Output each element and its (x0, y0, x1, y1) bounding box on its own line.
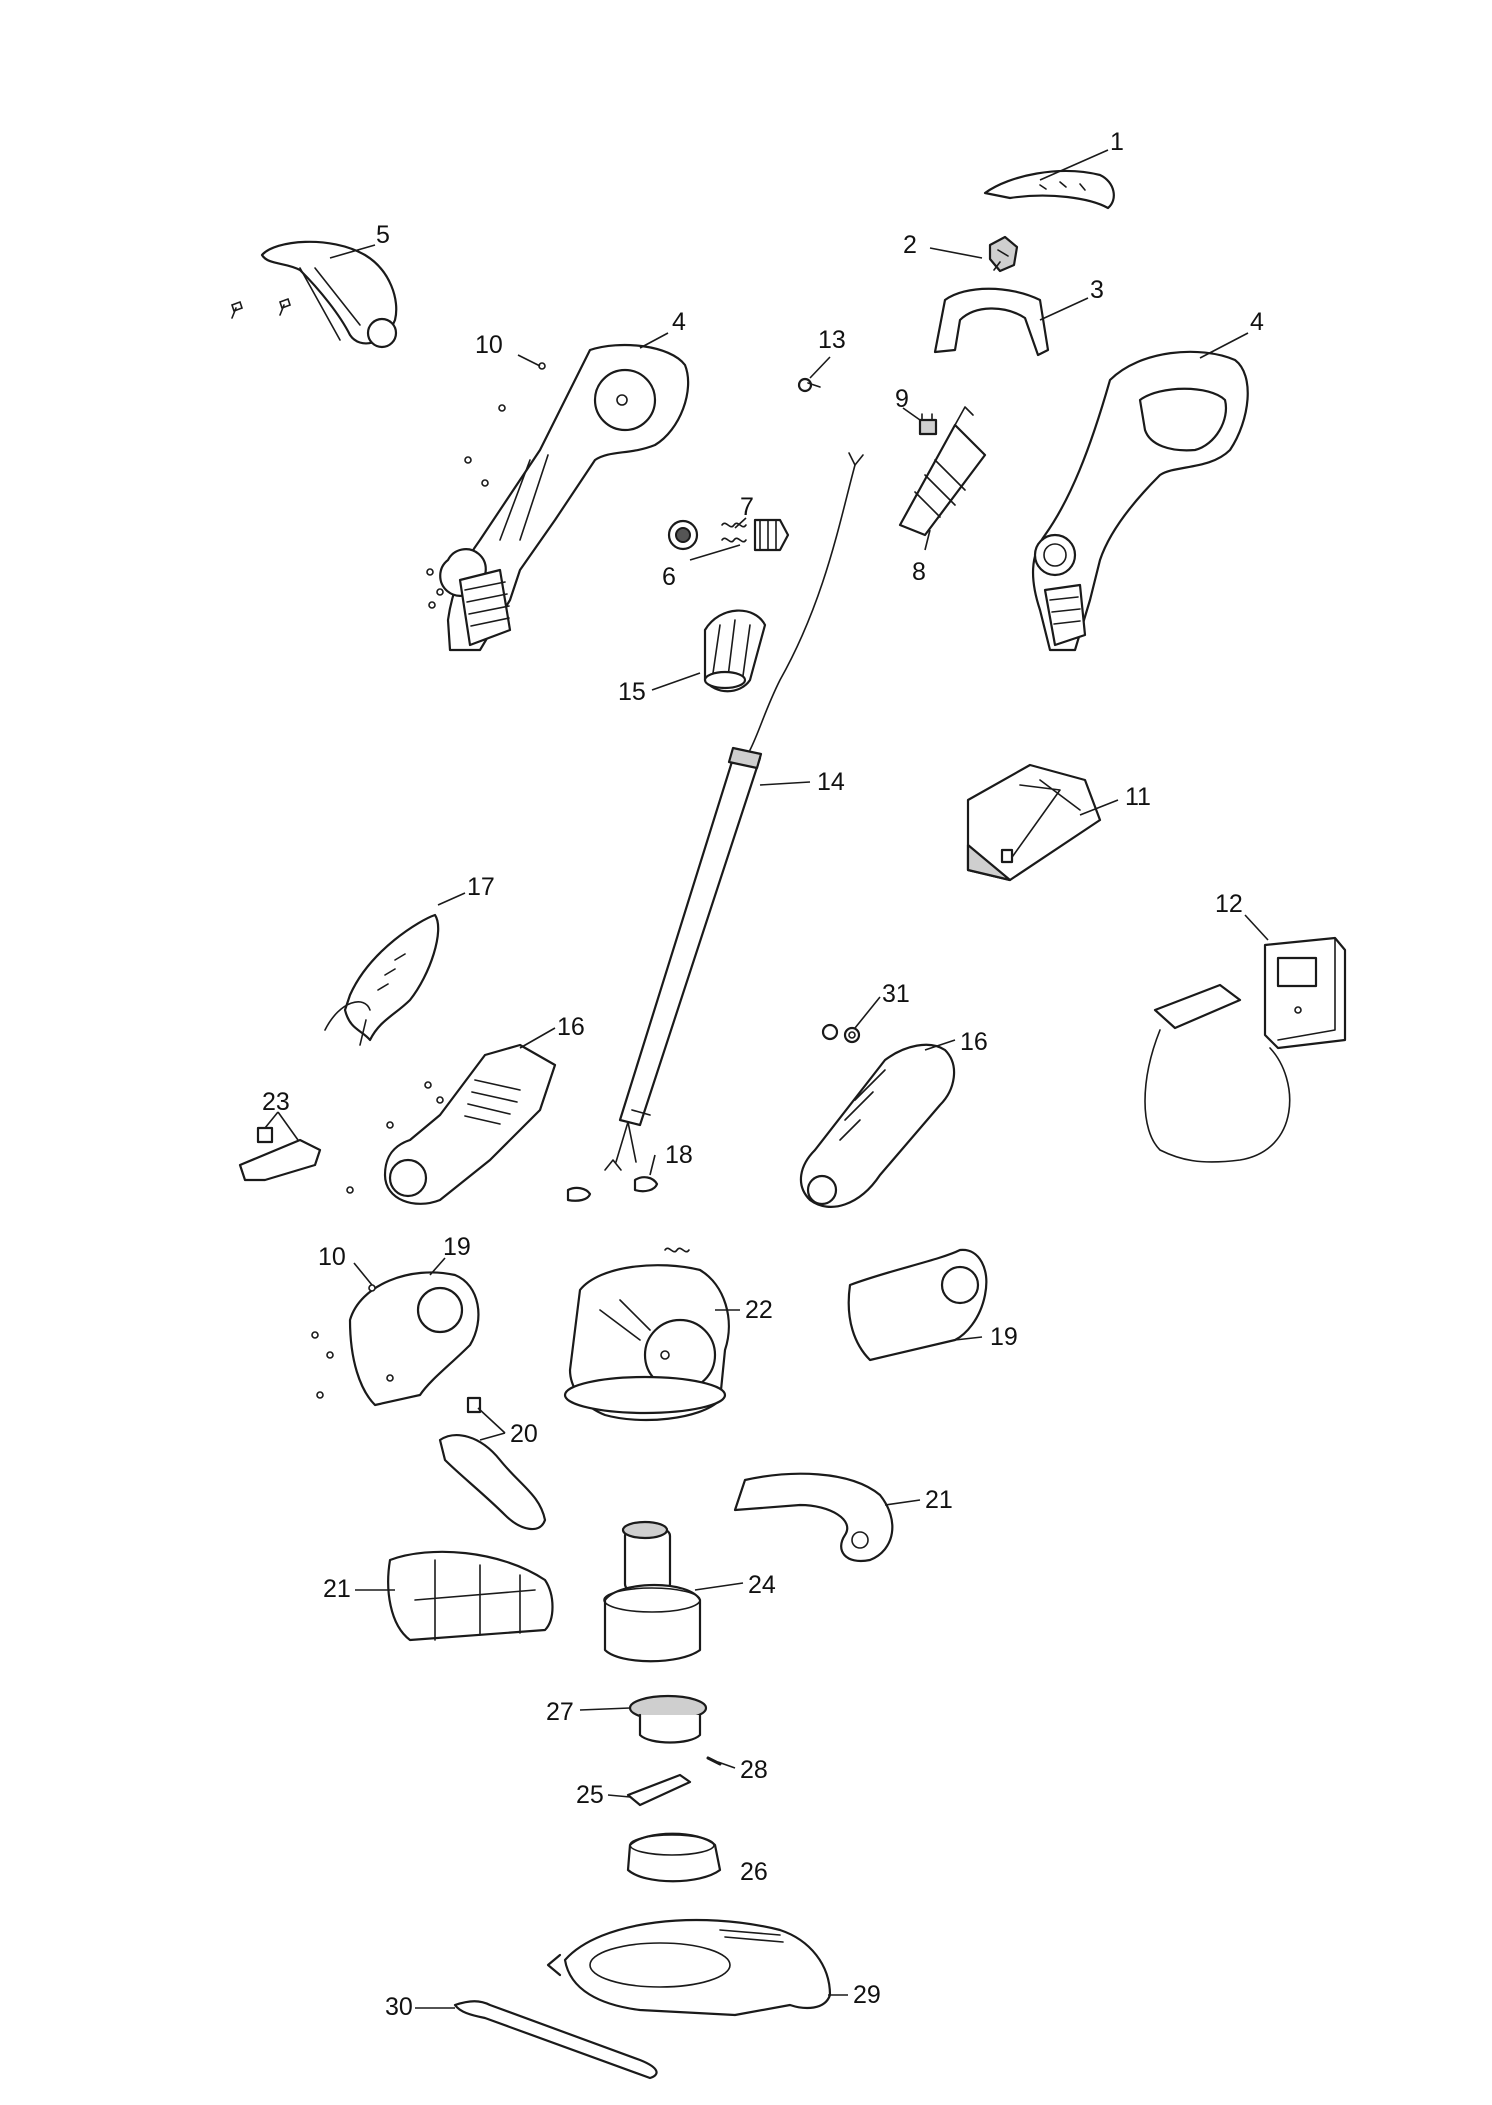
callout-28: 28 (740, 1756, 768, 1784)
callout-9: 9 (895, 385, 909, 413)
part-25-slider (626, 1773, 692, 1807)
part-17-guard-shield (324, 913, 440, 1046)
callout-27: 27 (546, 1698, 574, 1726)
part-30-rod (453, 2000, 658, 2080)
part-1-handle-cover (983, 169, 1115, 210)
callout-1: 1 (1110, 128, 1124, 156)
callout-30: 30 (385, 1993, 413, 2021)
part-22-motor-housing (563, 1247, 730, 1422)
callout-7: 7 (740, 493, 754, 521)
callout-16b: 16 (960, 1028, 988, 1056)
part-27-spool (628, 1694, 708, 1744)
callout-16: 16 (557, 1013, 585, 1041)
part-23-trigger (238, 1126, 322, 1182)
callout-3: 3 (1090, 276, 1104, 304)
part-4-handle-right (1032, 350, 1249, 652)
leader-lines (264, 149, 1269, 2009)
part-24-motor (603, 1520, 702, 1663)
part-4-handle-left (426, 343, 690, 652)
part-19-motor-cover-left (311, 1271, 480, 1407)
callout-18: 18 (665, 1141, 693, 1169)
part-16-housing-right (799, 1043, 956, 1208)
callout-11: 11 (1125, 783, 1151, 811)
part-3-bracket (933, 287, 1050, 357)
callout-20: 20 (510, 1420, 538, 1448)
part-20-lever (438, 1396, 547, 1531)
part-15-collar (703, 609, 767, 693)
callout-10b: 10 (318, 1243, 346, 1271)
part-31-washer-nut (821, 1023, 861, 1044)
callout-8: 8 (912, 558, 926, 586)
callout-19b: 19 (990, 1323, 1018, 1351)
part-18-guides (566, 1176, 659, 1202)
part-29-guard (546, 1918, 832, 2017)
callout-26: 26 (740, 1858, 768, 1886)
part-26-spool-cap (626, 1832, 722, 1883)
callout-2: 2 (903, 231, 917, 259)
callout-21b: 21 (323, 1575, 351, 1603)
callout-17: 17 (467, 873, 495, 901)
callout-5: 5 (376, 221, 390, 249)
callout-10: 10 (475, 331, 503, 359)
callout-21: 21 (925, 1486, 953, 1514)
callout-12: 12 (1215, 890, 1243, 918)
part-9-microswitch (918, 413, 938, 436)
callout-24: 24 (748, 1571, 776, 1599)
part-21-guard-left (387, 1550, 554, 1642)
part-28-pin (706, 1756, 722, 1766)
callout-31: 31 (882, 980, 910, 1008)
callout-22: 22 (745, 1296, 773, 1324)
part-6-7-nut-spring (667, 518, 790, 552)
callout-25: 25 (576, 1781, 604, 1809)
callout-23: 23 (262, 1088, 290, 1116)
callout-4: 4 (1250, 308, 1264, 336)
callout-19: 19 (443, 1233, 471, 1261)
callout-4b: 4 (672, 308, 686, 336)
callout-labels: 1 2 3 4 5 10 4 13 9 7 6 8 15 14 11 12 17… (262, 128, 1264, 2021)
callout-29: 29 (853, 1981, 881, 2009)
part-11-battery (966, 763, 1102, 882)
part-13-clip (797, 377, 821, 393)
callout-6: 6 (662, 563, 676, 591)
part-14-shaft (604, 452, 864, 1171)
part-21-guard-right (733, 1472, 894, 1563)
callout-14: 14 (817, 768, 845, 796)
part-12-charger (1144, 936, 1347, 1163)
part-16-housing-left (346, 1043, 557, 1205)
part-8-switch-plate (898, 406, 987, 537)
callout-13: 13 (818, 326, 846, 354)
callout-15: 15 (618, 678, 646, 706)
part-19-motor-cover-right (847, 1248, 988, 1362)
part-5-grip-cover (230, 240, 398, 349)
part-2-switch (988, 235, 1019, 273)
